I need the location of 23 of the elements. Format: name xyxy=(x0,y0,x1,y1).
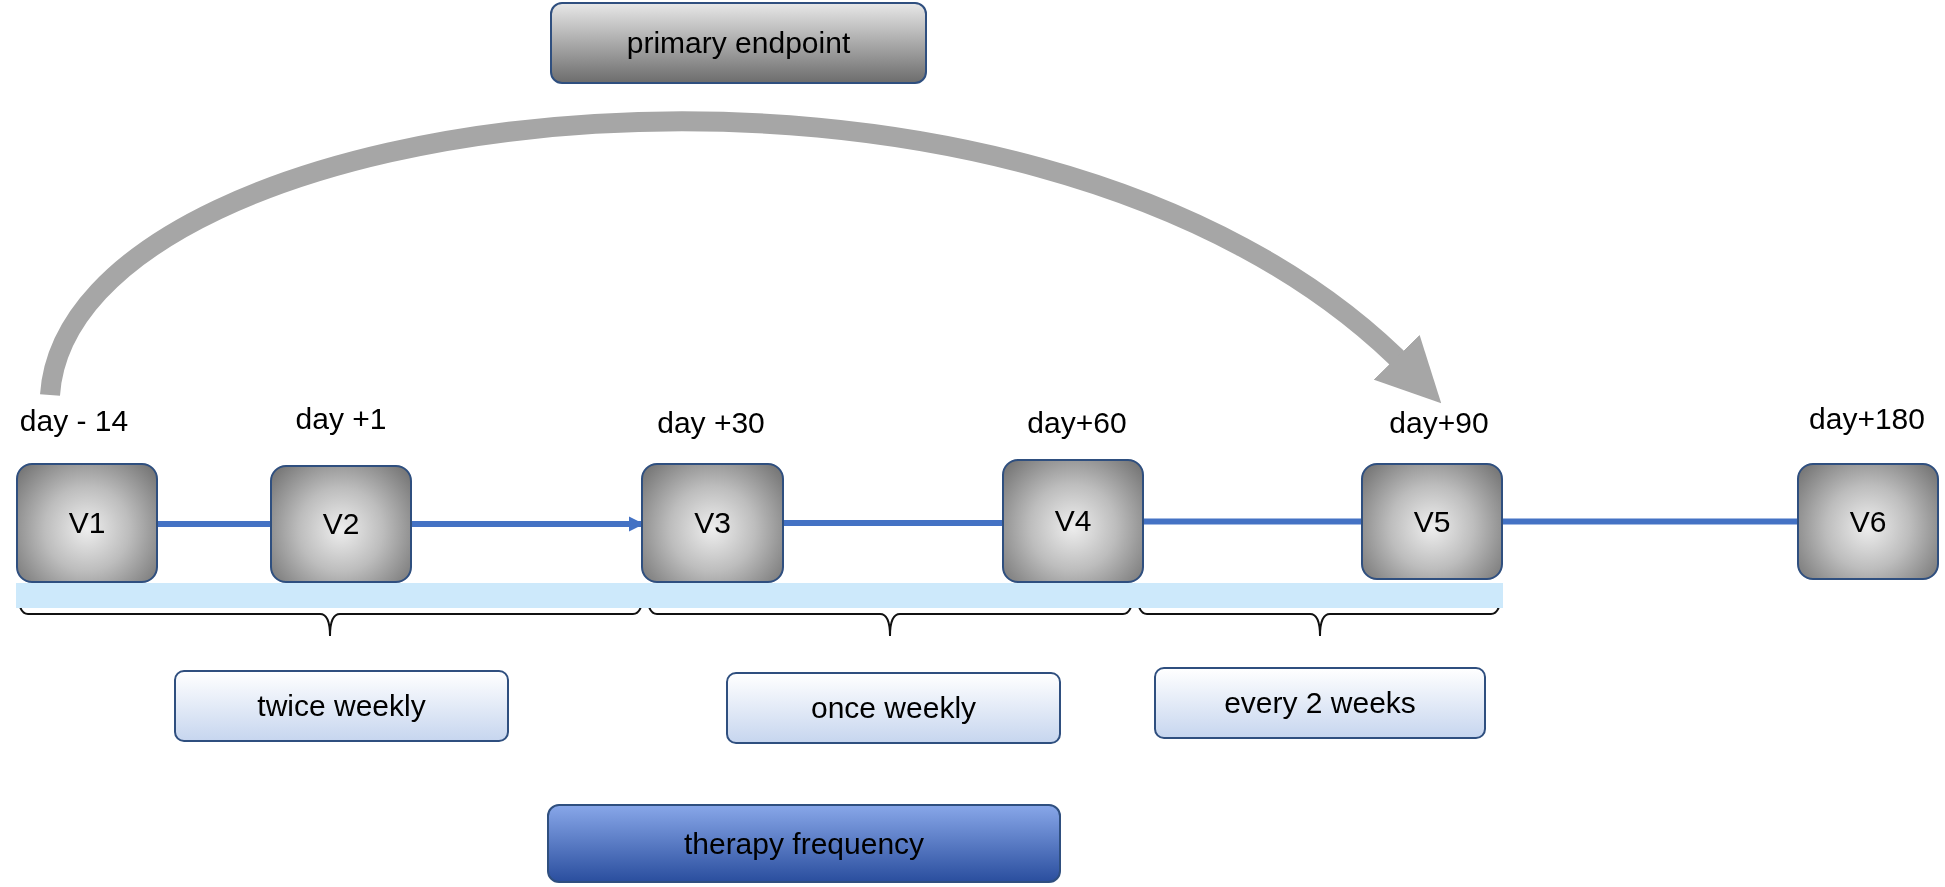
visit-box: V6 xyxy=(1797,463,1939,580)
timeline-line xyxy=(1503,518,1797,525)
visit-box: V2 xyxy=(270,465,412,583)
day-label: day - 14 xyxy=(19,404,129,438)
day-label: day+60 xyxy=(1027,406,1127,440)
timeline-line xyxy=(158,521,270,527)
timeline-band xyxy=(16,583,645,608)
visit-box: V4 xyxy=(1002,459,1144,583)
frequency-box: twice weekly xyxy=(174,670,509,742)
day-label: day +30 xyxy=(657,406,765,440)
day-label: day+180 xyxy=(1809,402,1925,436)
day-label: day +1 xyxy=(295,402,387,436)
frequency-box: every 2 weeks xyxy=(1154,667,1486,739)
day-label: day+90 xyxy=(1389,406,1489,440)
timeline-band xyxy=(1135,583,1503,608)
frequency-box: once weekly xyxy=(726,672,1061,744)
visit-box: V5 xyxy=(1361,463,1503,580)
visit-box: V3 xyxy=(641,463,784,583)
legend-title-box: therapy frequency xyxy=(547,804,1061,883)
timeline-line xyxy=(784,520,1002,526)
timeline-line xyxy=(1144,518,1361,525)
visit-box: V1 xyxy=(16,463,158,583)
heading-box: primary endpoint xyxy=(550,2,927,84)
